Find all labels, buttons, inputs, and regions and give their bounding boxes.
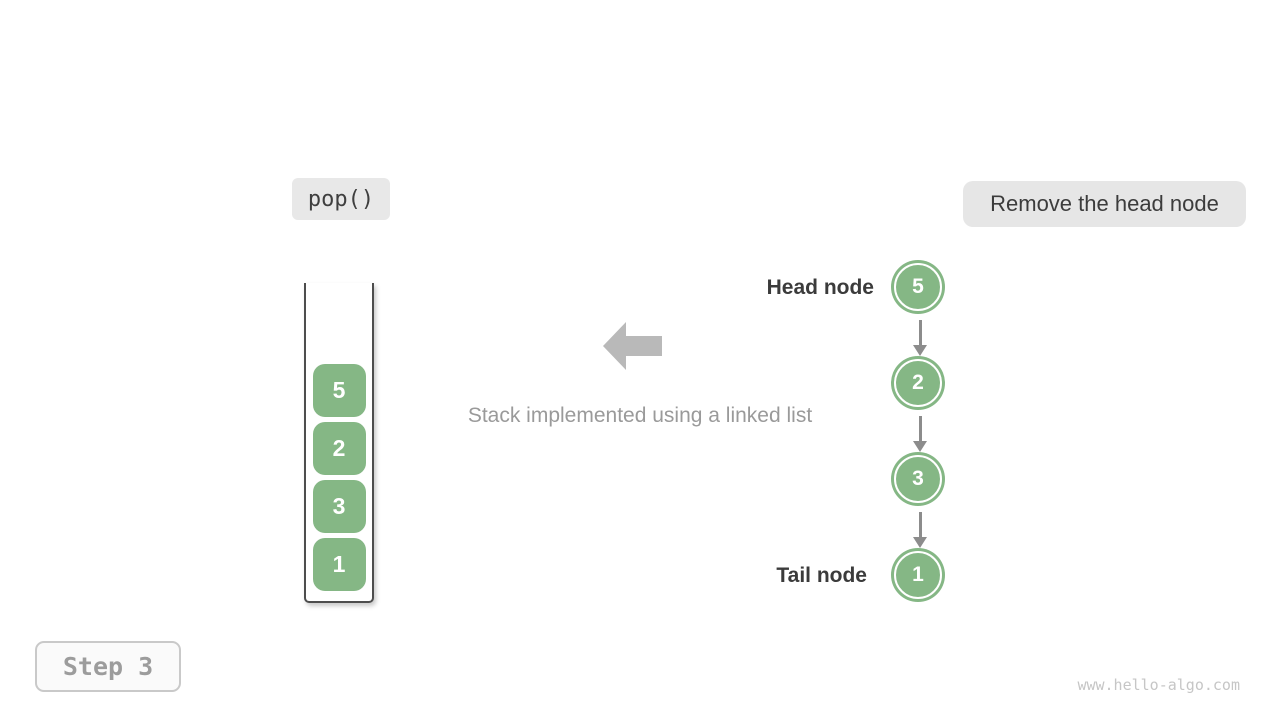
down-arrow-icon (906, 416, 934, 452)
linked-list-node: 2 (894, 359, 942, 407)
down-arrow-icon (906, 512, 934, 548)
linked-list-node: 1 (894, 551, 942, 599)
left-arrow-icon (603, 322, 662, 370)
stack-item: 3 (312, 480, 366, 533)
tail-node-label: Tail node (776, 564, 867, 587)
watermark: www.hello-algo.com (1077, 676, 1240, 694)
stack-container: 5 2 3 1 (304, 283, 374, 603)
linked-list-node: 5 (894, 263, 942, 311)
step-badge: Step 3 (35, 641, 181, 692)
linked-list-node: 3 (894, 455, 942, 503)
diagram-caption: Stack implemented using a linked list (467, 404, 813, 427)
stack-item: 5 (312, 364, 366, 417)
stack-item: 2 (312, 422, 366, 475)
stack-item: 1 (312, 538, 366, 591)
remove-head-node-badge: Remove the head node (963, 181, 1246, 227)
pop-operation-badge: pop() (292, 178, 390, 220)
head-node-label: Head node (766, 276, 874, 299)
down-arrow-icon (906, 320, 934, 356)
